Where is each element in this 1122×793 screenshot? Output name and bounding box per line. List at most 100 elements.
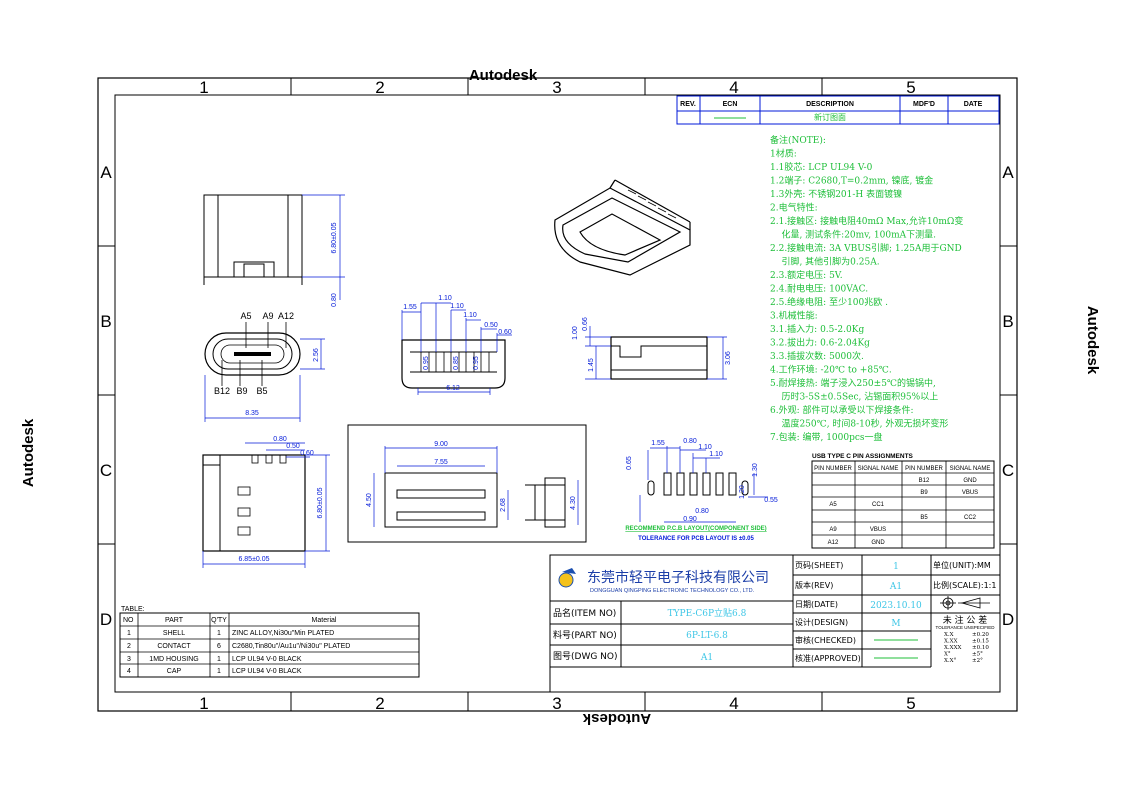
pin-cell: VBUS <box>870 527 886 533</box>
tolerance-value: ±2° <box>972 658 983 664</box>
dim-label: 0.50 <box>484 322 498 329</box>
note-line: 3.1.插入力: 0.5-2.0Kg <box>770 323 864 335</box>
col-label: 4 <box>729 78 738 97</box>
dim-label: 4.30 <box>570 496 577 510</box>
bom-cell: 1 <box>217 668 221 675</box>
rev-header: DESCRIPTION <box>806 101 854 108</box>
dim-label: 0.90 <box>683 516 697 523</box>
note-line: 4.工作环境: -20℃ to +85℃. <box>770 364 892 376</box>
bom-cell: LCP UL94 V-0 BLACK <box>232 668 302 675</box>
dim-label: 6.80±0.05 <box>317 487 324 518</box>
unit-label: 单位(UNIT):MM <box>933 560 991 570</box>
watermark-left: Autodesk <box>20 418 37 487</box>
dim-label: 1.10 <box>450 303 464 310</box>
bom-cell: 1 <box>127 630 131 637</box>
dim-label: 6.12 <box>446 385 460 392</box>
rev-header: REV. <box>680 101 696 108</box>
bom-cell: 1 <box>217 656 221 663</box>
col-label: 4 <box>729 694 738 713</box>
company-name-cn: 东莞市轻平电子科技有限公司 <box>587 569 769 586</box>
pin-label: B5 <box>256 386 267 396</box>
col-label: 5 <box>906 694 915 713</box>
note-line: 6.外观: 部件可以承受以下焊接条件: <box>770 404 914 416</box>
pin-cell: CC1 <box>872 502 885 508</box>
dim-label: 1.20 <box>739 485 746 499</box>
pin-cell: VBUS <box>962 490 978 496</box>
col-label: 3 <box>552 694 561 713</box>
dim-label: 0.80 <box>683 438 697 445</box>
note-line: 7.包装: 编带, 1000pcs一盘 <box>770 431 883 443</box>
pin-header: PIN NUMBER <box>814 466 852 472</box>
pin-cell: B9 <box>920 490 928 496</box>
view-pin-detail: 1.55 1.10 1.10 1.10 0.50 0.60 6.12 0.95 … <box>401 295 512 395</box>
bom-cell: SHELL <box>163 630 185 637</box>
tolerance-value: ±0.15 <box>972 639 989 645</box>
dim-label: 1.55 <box>651 440 665 447</box>
rev-label: 版本(REV) <box>795 580 833 590</box>
note-line: 2.电气特性: <box>770 202 818 214</box>
part-label: 料号(PART NO) <box>553 629 617 641</box>
dim-label: 0.66 <box>582 317 589 331</box>
part-value: 6P-LT-6.8 <box>686 631 728 641</box>
note-line: 1.1胶芯: LCP UL94 V-0 <box>770 161 873 173</box>
tolerance-key: X.XX <box>944 639 958 645</box>
approved-label: 核准(APPROVED) <box>795 653 861 663</box>
pin-label: A12 <box>278 311 294 321</box>
bom-header: Q'TY <box>211 617 227 624</box>
pin-cell: A12 <box>828 540 839 546</box>
bom-cell: 1MD HOUSING <box>149 656 198 663</box>
watermark-top: Autodesk <box>469 67 538 84</box>
scale-label: 比例(SCALE):1:1 <box>933 580 996 590</box>
dim-label: 0.85 <box>453 356 460 370</box>
bom-title: TABLE: <box>121 606 145 613</box>
dim-label: 1.30 <box>752 463 759 477</box>
dim-lines-side-top <box>302 194 345 300</box>
dim-label: 2.56 <box>313 348 320 362</box>
pin-table-title: USB TYPE C PIN ASSIGNMENTS <box>812 453 914 460</box>
dim-label: 7.55 <box>434 459 448 466</box>
view-side-top <box>203 194 303 285</box>
col-label: 3 <box>552 78 561 97</box>
view-isometric <box>554 179 691 276</box>
dim-label: 1.10 <box>438 295 452 302</box>
bom-header: Material <box>312 617 337 624</box>
checked-label: 审核(CHECKED) <box>795 635 856 645</box>
bom-cell: 1 <box>217 630 221 637</box>
dim-label: 0.80 <box>695 508 709 515</box>
note-line: 历时3-5S±0.5Sec, 沾锡面积95%以上 <box>770 391 938 403</box>
sheet-value: 1 <box>893 562 899 572</box>
tolerance-title: 未 注 公 差 <box>943 614 988 626</box>
dim-label: 2.68 <box>500 498 507 512</box>
pin-header: SIGNAL NAME <box>858 466 899 472</box>
bom-cell: CONTACT <box>157 643 191 650</box>
dim-label: 0.95 <box>423 356 430 370</box>
note-line: 1.2端子: C2680,T=0.2mm, 镍底, 镀金 <box>770 175 933 187</box>
dim-label: 0.65 <box>626 456 633 470</box>
bom-cell: C2680,Tin80u"/Au1u"/Ni30u" PLATED <box>232 643 350 650</box>
dim-label: 0.60 <box>300 450 314 457</box>
revision-block: REV. ECN DESCRIPTION MDF'D DATE 新订图面 <box>676 95 1000 125</box>
watermarks: Autodesk Autodesk Autodesk Autodesk <box>20 67 1101 727</box>
bom-cell: ZINC ALLOY,Ni30u"Min PLATED <box>232 630 334 637</box>
bom-header: PART <box>165 617 184 624</box>
row-label: A <box>1002 163 1014 182</box>
rev-header: MDF'D <box>913 101 935 108</box>
dim-label: 1.00 <box>572 326 579 340</box>
tolerance-value: ±0.20 <box>972 632 989 638</box>
pin-label: B9 <box>236 386 247 396</box>
pcb-tolerance: TOLERANCE FOR PCB LAYOUT IS ±0.05 <box>638 536 754 542</box>
bom-cell: 3 <box>127 656 131 663</box>
row-label: B <box>1002 312 1013 331</box>
note-line: 3.机械性能: <box>770 310 818 322</box>
tolerance-key: X° <box>944 652 951 658</box>
sheet-label: 页码(SHEET) <box>795 561 843 570</box>
note-line: 2.2.接触电流: 3A VBUS引脚; 1.25A用于GND <box>770 242 962 254</box>
view-front: A5 A9 A12 B12 B9 B5 8.35 2.56 <box>204 311 325 422</box>
pin-header: PIN NUMBER <box>905 466 943 472</box>
row-label: A <box>100 163 112 182</box>
row-label: D <box>100 610 112 629</box>
item-label: 品名(ITEM NO) <box>553 607 616 619</box>
dim-label: 0.80 <box>331 293 338 307</box>
bom-cell: LCP UL94 V-0 BLACK <box>232 656 302 663</box>
